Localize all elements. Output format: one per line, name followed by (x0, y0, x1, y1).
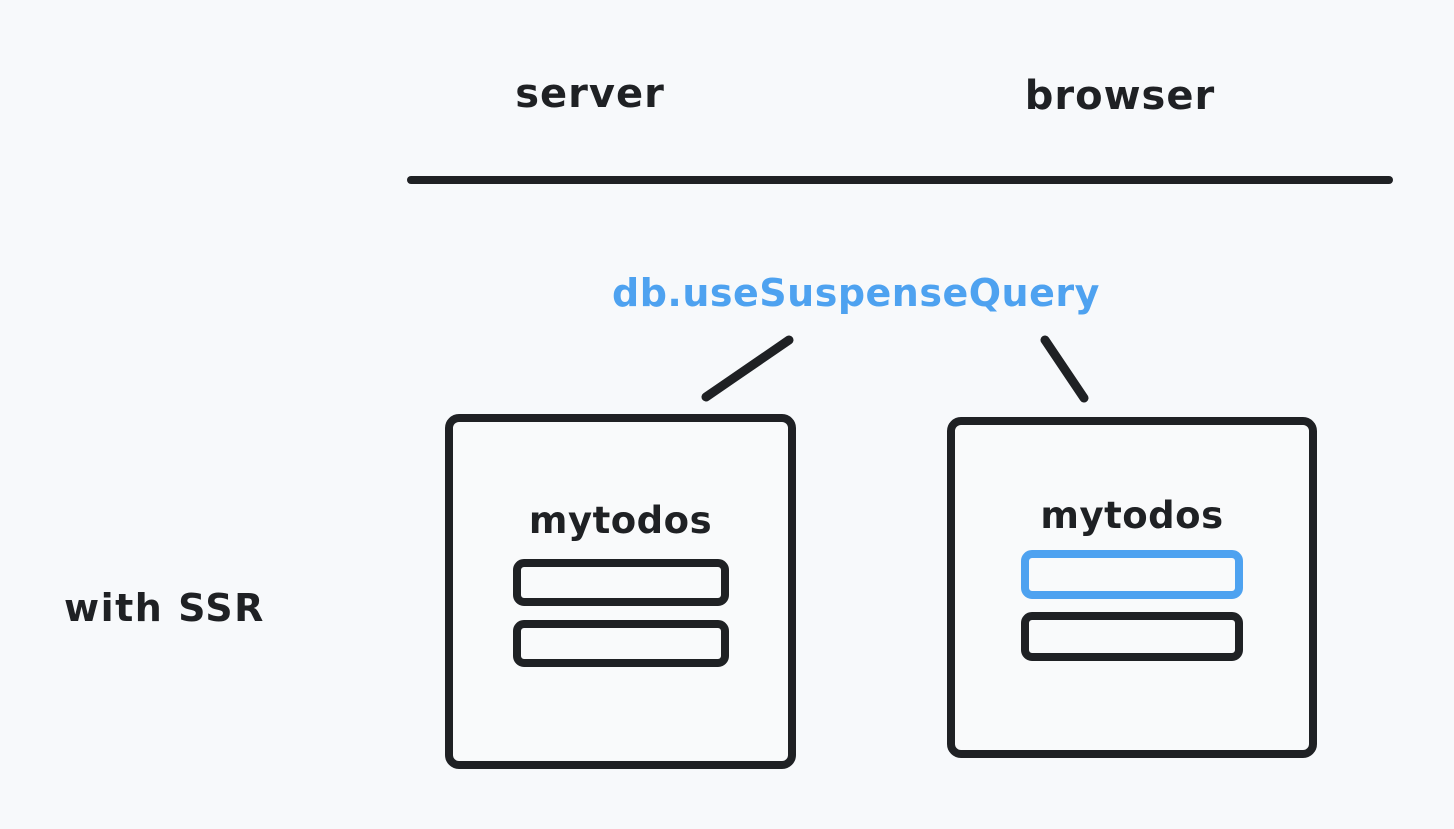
api-hook-label: db.useSuspenseQuery (612, 271, 1100, 315)
browser-todo-item-1-highlighted[interactable] (1021, 550, 1243, 599)
connector-line-server (701, 335, 794, 402)
server-todo-list (512, 559, 729, 667)
server-todo-item-2[interactable] (512, 620, 729, 667)
server-card: mytodos (445, 414, 796, 769)
column-header-server: server (515, 71, 665, 117)
browser-card: mytodos (947, 417, 1317, 758)
server-todo-item-1[interactable] (512, 559, 729, 606)
row-label-with-ssr: with SSR (64, 586, 265, 630)
connector-line-browser (1040, 335, 1089, 403)
server-card-title: mytodos (528, 499, 713, 542)
browser-todo-item-2[interactable] (1021, 612, 1243, 661)
column-header-browser: browser (1024, 73, 1216, 119)
header-divider-line (407, 176, 1393, 184)
browser-todo-list (1021, 550, 1243, 661)
browser-card-title: mytodos (1040, 494, 1224, 537)
